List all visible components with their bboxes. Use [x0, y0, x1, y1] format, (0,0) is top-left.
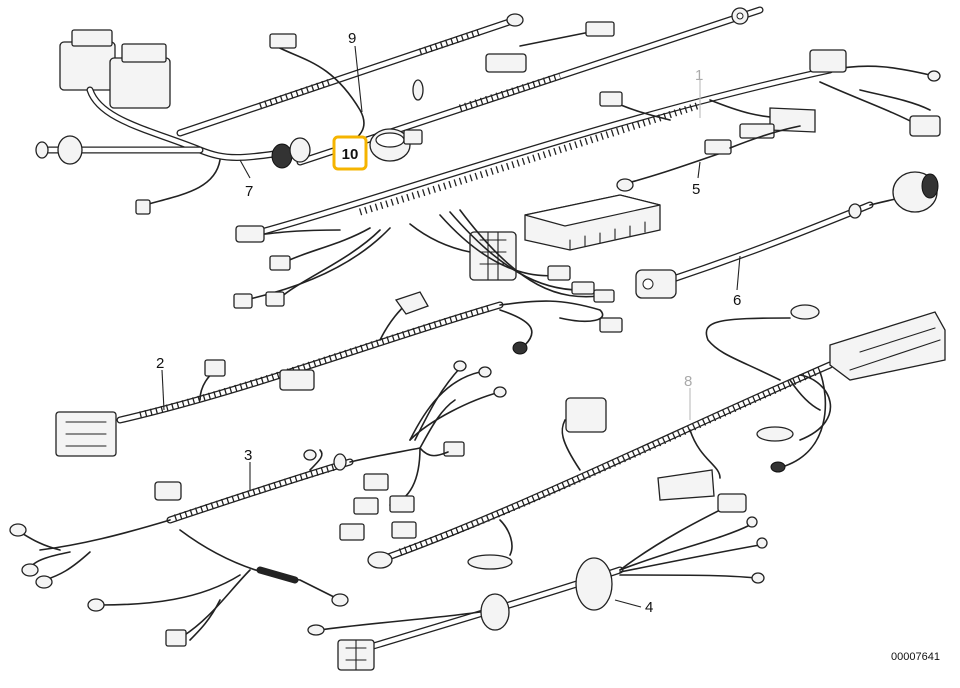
- callout-8: 8: [684, 373, 692, 390]
- callout-1: 1: [695, 67, 703, 84]
- callout-7: 7: [245, 183, 253, 200]
- callout-5: 5: [692, 181, 700, 198]
- harness-2: [55, 291, 623, 457]
- sensor-cable-6: [635, 171, 939, 299]
- callout-4: 4: [645, 599, 653, 616]
- callout-3: 3: [244, 447, 252, 464]
- callout-9: 9: [348, 30, 356, 47]
- callout-10: 10: [342, 146, 359, 163]
- callout-10-highlight[interactable]: 10: [332, 135, 368, 171]
- leader-9: [354, 45, 363, 113]
- leader-2: [161, 369, 165, 411]
- callout-labels: 9 7 1 5 6 2 8 3 4 10: [156, 30, 741, 616]
- leader-5: [697, 161, 701, 179]
- harness-3: [9, 360, 507, 647]
- leader-lines: [161, 45, 741, 608]
- highlight-box: [332, 135, 368, 171]
- callout-2: 2: [156, 355, 164, 372]
- reference-number: 00007641: [891, 651, 940, 663]
- battery-cable-9: [176, 6, 764, 166]
- control-unit-5: [524, 125, 801, 251]
- harness-8: [367, 304, 946, 570]
- main-harness-1: [233, 49, 941, 309]
- harness-7: [35, 29, 311, 215]
- leader-4: [614, 599, 642, 608]
- leader-6: [736, 255, 741, 291]
- harness-4: [307, 493, 768, 671]
- callout-6: 6: [733, 292, 741, 309]
- leader-7: [239, 159, 251, 179]
- clamp-10: [369, 128, 423, 162]
